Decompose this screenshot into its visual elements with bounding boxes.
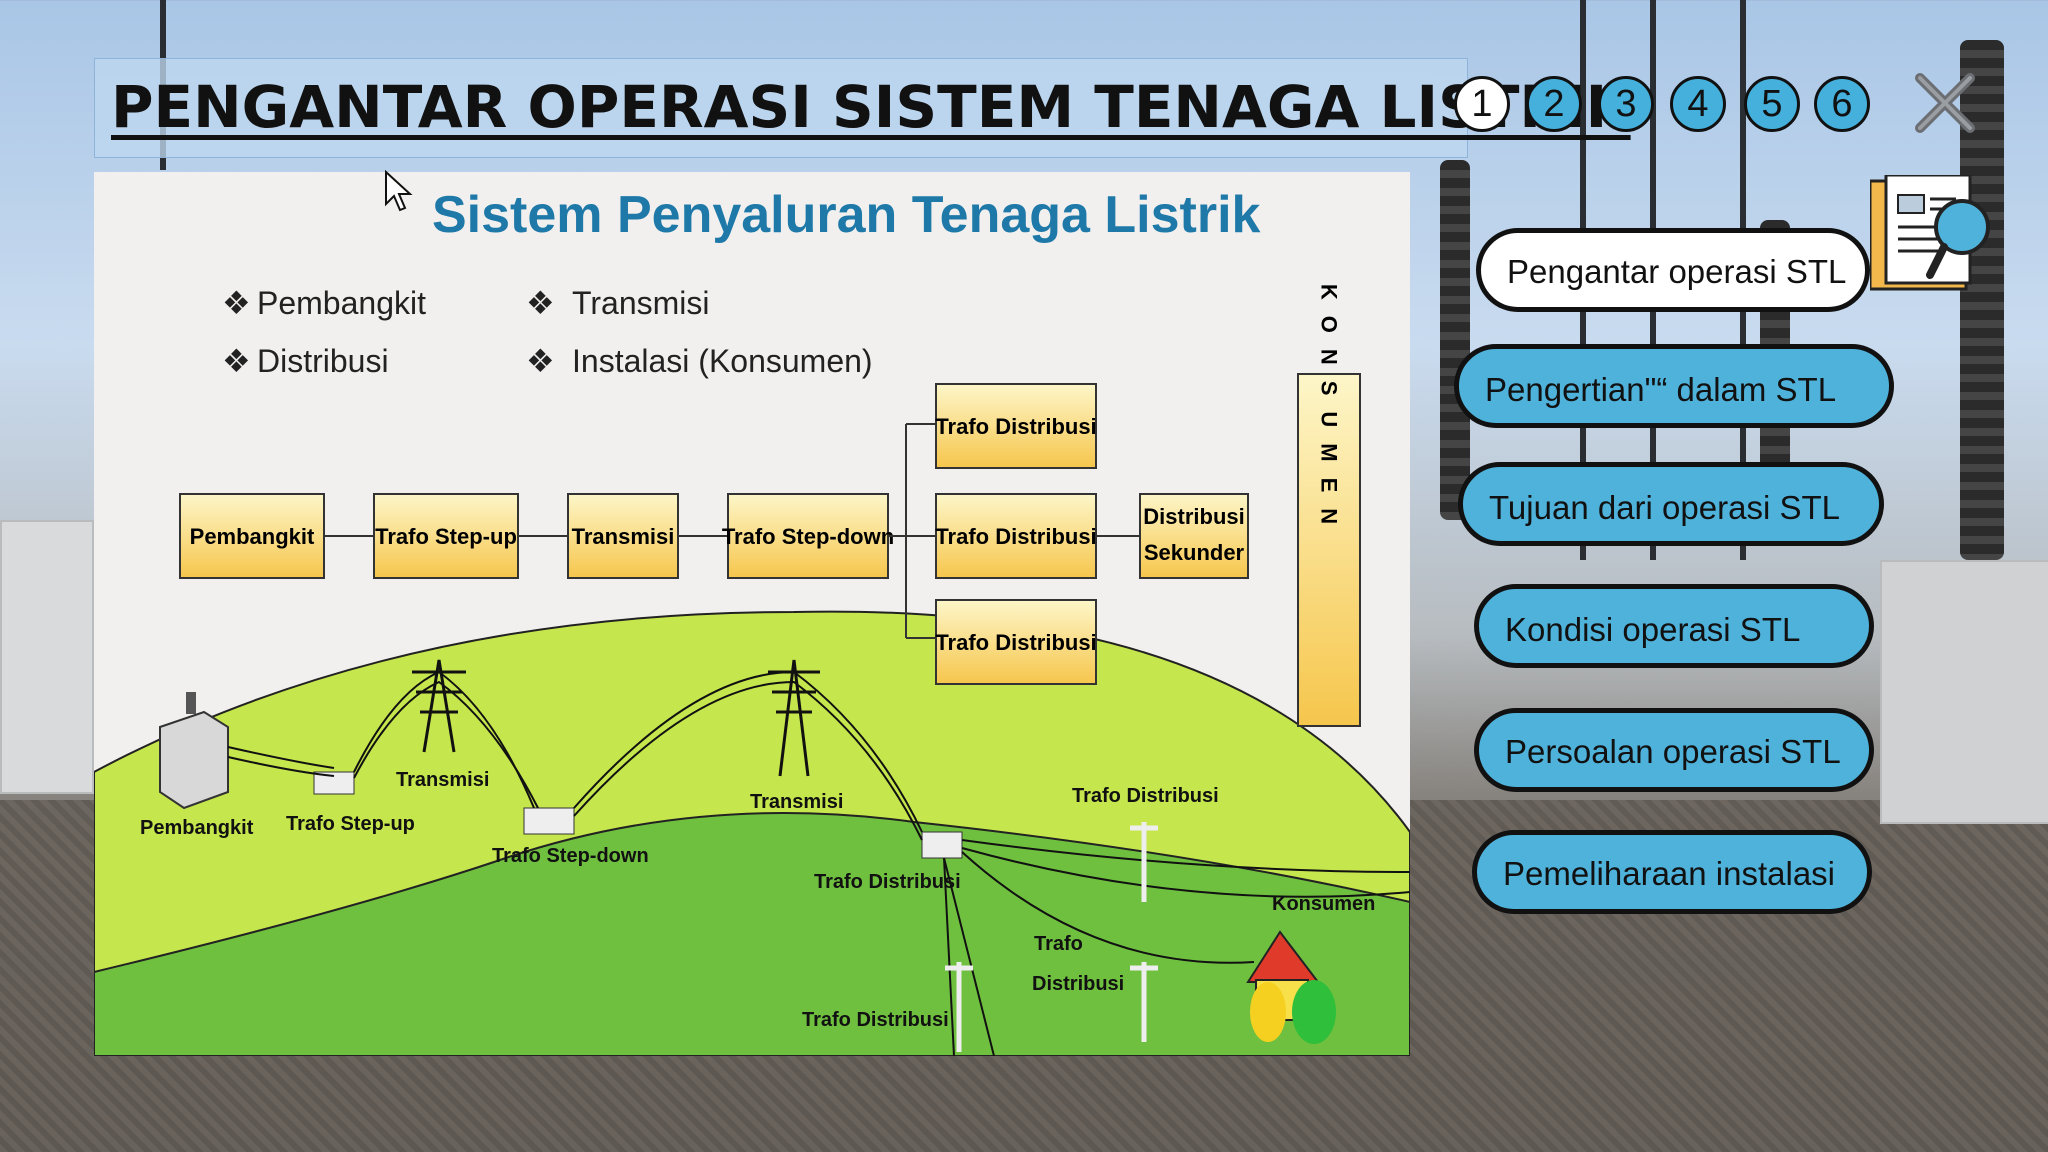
page-button-1[interactable]: 1 bbox=[1454, 76, 1510, 132]
background-insulator bbox=[1440, 160, 1470, 520]
flow-box-konsumen: KONSUMEN bbox=[1297, 284, 1361, 727]
background-building bbox=[0, 520, 94, 794]
label-konsumen: Konsumen bbox=[1272, 893, 1375, 915]
document-search-icon bbox=[1870, 175, 1990, 291]
label-transmisi-2: Transmisi bbox=[750, 791, 843, 813]
svg-text:Trafo Step-up: Trafo Step-up bbox=[375, 524, 517, 549]
svg-text:Sekunder: Sekunder bbox=[1144, 540, 1245, 565]
substation-stepdown bbox=[523, 807, 575, 835]
menu-label: Tujuan dari operasi STL bbox=[1489, 489, 1840, 526]
svg-text:Distribusi: Distribusi bbox=[1143, 504, 1244, 529]
slide-heading: Sistem Penyaluran Tenaga Listrik bbox=[432, 186, 1261, 244]
bullet-transmisi: Transmisi bbox=[572, 285, 709, 321]
power-plant-illustration bbox=[159, 692, 229, 810]
flow-box-trafo-distribusi-3: Trafo Distribusi bbox=[935, 599, 1097, 685]
flow-box-transmisi: Transmisi bbox=[567, 493, 679, 579]
svg-text:Trafo Distribusi: Trafo Distribusi bbox=[935, 630, 1096, 655]
close-icon bbox=[1915, 73, 1975, 133]
label-trafo-distribusi-4: Trafo Distribusi bbox=[802, 1009, 949, 1031]
background-building-right bbox=[1880, 560, 2048, 824]
label-trafo-distribusi-2: Trafo Distribusi bbox=[1072, 785, 1219, 807]
bullet-pembangkit: Pembangkit bbox=[257, 285, 426, 321]
svg-text:Trafo Distribusi: Trafo Distribusi bbox=[935, 414, 1096, 439]
mouse-cursor-icon bbox=[385, 170, 413, 212]
page-title: PENGANTAR OPERASI SISTEM TENAGA LISTRIK bbox=[111, 73, 1631, 141]
menu-label: Pengantar operasi STL bbox=[1507, 253, 1847, 290]
flow-box-trafo-distribusi-1: Trafo Distribusi bbox=[935, 383, 1097, 469]
distribution-pole-3 bbox=[945, 962, 973, 1052]
menu-label: Pengertian"“ dalam STL bbox=[1485, 371, 1837, 408]
bullet-instalasi: Instalasi (Konsumen) bbox=[572, 343, 873, 379]
svg-text:❖: ❖ bbox=[222, 285, 251, 321]
substation-stepup bbox=[313, 771, 355, 795]
label-trafo-distribusi-1: Trafo Distribusi bbox=[814, 871, 961, 893]
menu-button-pengantar[interactable]: Pengantar operasi STL bbox=[1476, 228, 1870, 312]
menu-button-pemeliharaan[interactable]: Pemeliharaan instalasi bbox=[1472, 830, 1872, 914]
menu-button-persoalan[interactable]: Persoalan operasi STL bbox=[1474, 708, 1874, 792]
label-trafo-stepdown: Trafo Step-down bbox=[492, 845, 649, 867]
svg-text:Pembangkit: Pembangkit bbox=[190, 524, 315, 549]
bullet-distribusi: Distribusi bbox=[257, 343, 389, 379]
svg-text:Trafo Step-down: Trafo Step-down bbox=[722, 524, 894, 549]
distribution-pole-2 bbox=[1130, 962, 1158, 1042]
transmission-lines bbox=[227, 670, 1410, 1056]
page-button-2[interactable]: 2 bbox=[1526, 76, 1582, 132]
page-button-4[interactable]: 4 bbox=[1670, 76, 1726, 132]
flow-box-distribusi-sekunder: Distribusi Sekunder bbox=[1139, 493, 1249, 579]
distribution-pole-1 bbox=[1130, 822, 1158, 902]
svg-text:❖: ❖ bbox=[526, 343, 555, 379]
label-trafo-stepup: Trafo Step-up bbox=[286, 813, 415, 835]
menu-label: Persoalan operasi STL bbox=[1505, 733, 1841, 770]
close-button[interactable] bbox=[1910, 68, 1980, 138]
menu-button-pengertian[interactable]: Pengertian"“ dalam STL bbox=[1454, 344, 1894, 428]
page-button-3[interactable]: 3 bbox=[1598, 76, 1654, 132]
slide-diagram: Sistem Penyaluran Tenaga Listrik ❖ Pemba… bbox=[94, 172, 1410, 1056]
flow-box-stepup: Trafo Step-up bbox=[373, 493, 519, 579]
label-trafo-distribusi-3b: Distribusi bbox=[1032, 973, 1124, 995]
flow-box-stepdown: Trafo Step-down bbox=[722, 493, 894, 579]
house-illustration bbox=[1246, 930, 1336, 1044]
menu-button-tujuan[interactable]: Tujuan dari operasi STL bbox=[1458, 462, 1884, 546]
label-transmisi-1: Transmisi bbox=[396, 769, 489, 791]
flow-box-trafo-distribusi-2: Trafo Distribusi bbox=[935, 493, 1097, 579]
menu-label: Kondisi operasi STL bbox=[1505, 611, 1801, 648]
title-bar: PENGANTAR OPERASI SISTEM TENAGA LISTRIK bbox=[94, 58, 1631, 158]
page-button-6[interactable]: 6 bbox=[1814, 76, 1870, 132]
svg-text:Transmisi: Transmisi bbox=[572, 524, 675, 549]
label-pembangkit: Pembangkit bbox=[140, 817, 254, 839]
svg-text:❖: ❖ bbox=[222, 343, 251, 379]
menu-button-kondisi[interactable]: Kondisi operasi STL bbox=[1474, 584, 1874, 668]
flow-box-pembangkit: Pembangkit bbox=[179, 493, 325, 579]
svg-text:❖: ❖ bbox=[526, 285, 555, 321]
substation-distribution bbox=[921, 831, 963, 859]
label-trafo-distribusi-3a: Trafo bbox=[1034, 933, 1083, 955]
menu-label: Pemeliharaan instalasi bbox=[1503, 855, 1836, 892]
page-button-5[interactable]: 5 bbox=[1744, 76, 1800, 132]
svg-text:Trafo Distribusi: Trafo Distribusi bbox=[935, 524, 1096, 549]
svg-text:KONSUMEN: KONSUMEN bbox=[1317, 284, 1342, 540]
